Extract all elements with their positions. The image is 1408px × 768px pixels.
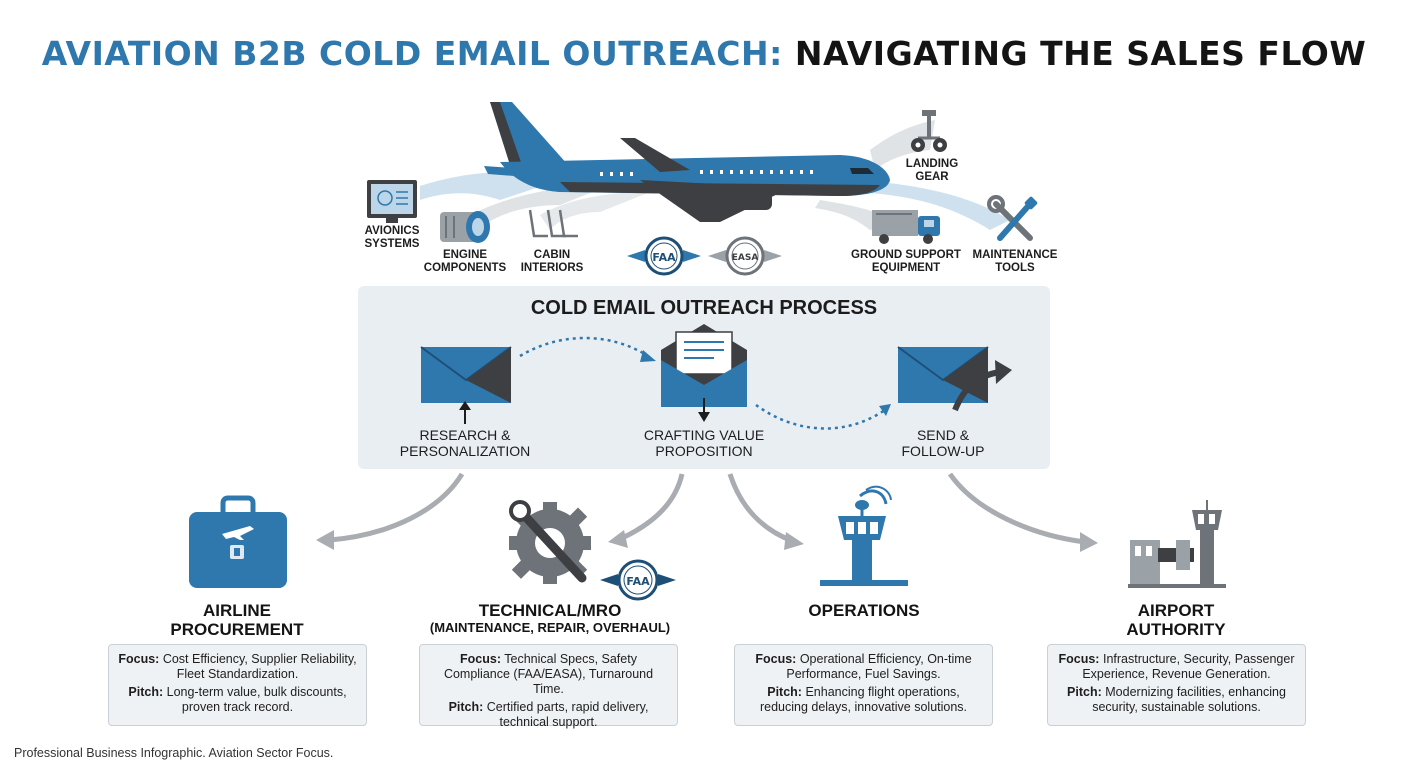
briefcase-icon bbox=[189, 495, 287, 588]
step-label-crafting: CRAFTING VALUE PROPOSITION bbox=[643, 427, 765, 459]
open-envelope-icon bbox=[661, 324, 747, 422]
pitch-text: Modernizing facilities, enhancing securi… bbox=[1092, 685, 1286, 714]
segment-card-operations: Focus: Operational Efficiency, On-time P… bbox=[734, 644, 993, 726]
windows bbox=[600, 170, 813, 176]
process-title: COLD EMAIL OUTREACH PROCESS bbox=[530, 297, 878, 319]
component-label-maintenance-tools: MAINTENANCE TOOLS bbox=[972, 249, 1058, 274]
swoosh-gear bbox=[870, 120, 935, 170]
focus-label: Focus: bbox=[755, 652, 797, 666]
segment-subtitle-mro: (MAINTENANCE, REPAIR, OVERHAUL) bbox=[429, 620, 671, 635]
faa-seal-icon: FAA bbox=[600, 559, 676, 601]
pitch-label: Pitch: bbox=[448, 700, 484, 714]
arrow-to-mro bbox=[620, 473, 685, 541]
swoosh-engine bbox=[470, 185, 610, 228]
seats-icon bbox=[528, 209, 578, 238]
focus-label: Focus: bbox=[1058, 652, 1100, 666]
segment-arrows bbox=[329, 472, 1086, 545]
step-label-research: RESEARCH & PERSONALIZATION bbox=[399, 427, 531, 459]
flow-arrow-1 bbox=[519, 336, 649, 358]
tools-icon bbox=[987, 195, 1038, 241]
tail-fin-dark bbox=[490, 102, 522, 165]
footer-note: Professional Business Infographic. Aviat… bbox=[14, 746, 334, 760]
swoosh-cabin bbox=[540, 192, 650, 230]
focus-text: Operational Efficiency, On-time Performa… bbox=[786, 652, 972, 681]
component-label-engine: ENGINE COMPONENTS bbox=[423, 249, 507, 274]
faa-badge-text: FAA bbox=[652, 251, 676, 264]
flow-arrow-2 bbox=[755, 403, 886, 430]
easa-badge-text: EASA bbox=[732, 253, 759, 263]
arrow-to-airline bbox=[329, 472, 465, 543]
engine bbox=[726, 192, 772, 210]
focus-text: Technical Specs, Safety Compliance (FAA/… bbox=[443, 652, 654, 696]
segment-title-mro: TECHNICAL/MRO bbox=[478, 601, 622, 620]
envelope-send-icon bbox=[897, 346, 1012, 412]
truck-icon bbox=[872, 210, 940, 244]
segment-title-operations: OPERATIONS bbox=[808, 601, 920, 620]
component-label-cabin: CABIN INTERIORS bbox=[520, 249, 584, 274]
cockpit bbox=[850, 168, 874, 174]
landing-gear-icon bbox=[911, 110, 947, 152]
component-label-landing-gear: LANDING GEAR bbox=[905, 158, 959, 183]
engine-icon bbox=[440, 211, 490, 243]
envelope-icon bbox=[420, 346, 512, 424]
pitch-text: Enhancing flight operations, reducing de… bbox=[759, 685, 968, 714]
pitch-label: Pitch: bbox=[1067, 685, 1102, 699]
wing-lower bbox=[640, 180, 790, 222]
gear-wrench-icon bbox=[509, 500, 591, 584]
wing-upper bbox=[620, 138, 690, 172]
title-part-2: NAVIGATING THE SALES FLOW bbox=[794, 34, 1367, 73]
segment-title-airport: AIRPORT AUTHORITY bbox=[1126, 601, 1226, 639]
monitor-icon bbox=[367, 180, 417, 223]
segment-card-airport: Focus: Infrastructure, Security, Passeng… bbox=[1047, 644, 1306, 726]
pitch-text: Certified parts, rapid delivery, technic… bbox=[486, 700, 649, 729]
airport-icon bbox=[1128, 500, 1226, 588]
focus-text: Infrastructure, Security, Passenger Expe… bbox=[1082, 652, 1295, 681]
page-title: AVIATION B2B COLD EMAIL OUTREACH: NAVIGA… bbox=[0, 34, 1408, 73]
control-tower-icon bbox=[820, 485, 908, 586]
component-label-avionics: AVIONICS SYSTEMS bbox=[364, 225, 420, 250]
pitch-label: Pitch: bbox=[767, 685, 802, 699]
faa-badge-icon: FAA bbox=[627, 236, 701, 276]
focus-text: Cost Efficiency, Supplier Reliability, F… bbox=[162, 652, 357, 681]
title-part-1: AVIATION B2B COLD EMAIL OUTREACH: bbox=[41, 34, 783, 73]
faa-seal-text: FAA bbox=[626, 575, 650, 588]
airplane-graphic: FAA EASA bbox=[367, 102, 1038, 276]
segment-card-mro: Focus: Technical Specs, Safety Complianc… bbox=[419, 644, 678, 729]
focus-label: Focus: bbox=[460, 652, 501, 666]
easa-badge-icon: EASA bbox=[708, 236, 782, 276]
segment-card-airline: Focus: Cost Efficiency, Supplier Reliabi… bbox=[108, 644, 367, 726]
arrow-to-airport bbox=[947, 472, 1086, 545]
component-label-ground-support: GROUND SUPPORT EQUIPMENT bbox=[851, 249, 961, 274]
swoosh-tools bbox=[855, 180, 1010, 230]
step-label-send: SEND & FOLLOW-UP bbox=[901, 427, 985, 459]
focus-label: Focus: bbox=[118, 652, 160, 666]
tail-fin bbox=[490, 102, 568, 165]
pitch-label: Pitch: bbox=[128, 685, 164, 699]
airplane-icon bbox=[484, 102, 890, 222]
arrow-to-operations bbox=[727, 473, 791, 543]
pitch-text: Long-term value, bulk discounts, proven … bbox=[166, 685, 347, 714]
segment-title-airline: AIRLINE PROCUREMENT bbox=[170, 601, 304, 639]
